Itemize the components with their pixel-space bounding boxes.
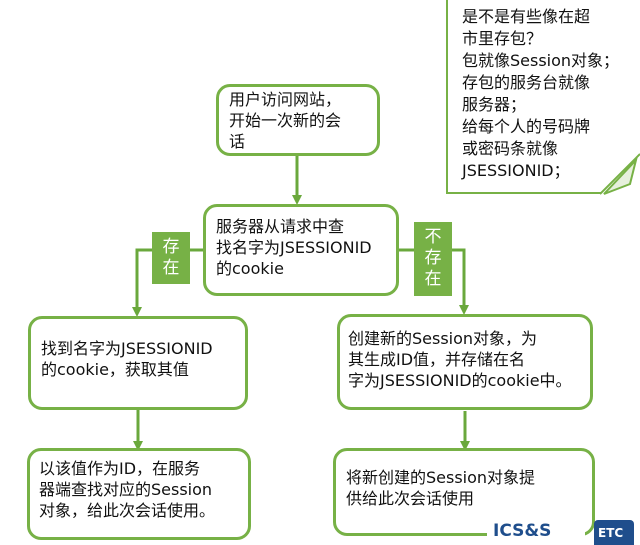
label-exists-char: 在 [162, 258, 180, 278]
box-use-id-line: 对象，给此次会话使用。 [39, 501, 216, 520]
label-not-exists-char: 存 [424, 248, 442, 268]
box-provide-line: 供给此次会话使用 [346, 489, 475, 508]
ics-logo: ICS&S [487, 520, 585, 545]
box-use-id-line: 以该值作为ID，在服务 [39, 459, 201, 478]
box-create-line: 创建新的Session对象，为 [348, 329, 538, 348]
box-lookup-cookie: 服务器从请求中查 找名字为JSESSIONID 的cookie [203, 204, 399, 296]
etc-logo-text: ETC [598, 526, 624, 540]
note-line: 给每个人的号码牌 [462, 117, 591, 136]
note-line: 或密码条就像 [462, 139, 559, 158]
note-line: 存包的服务台就像 [462, 73, 591, 92]
box-start-line: 用户访问网站， [229, 90, 342, 109]
note-line: 是不是有些像在超 [462, 7, 591, 26]
box-provide-session: 将新创建的Session对象提 供给此次会话使用 [333, 448, 595, 536]
label-not-exists-char: 在 [424, 269, 442, 289]
ics-logo-text: ICS&S [493, 521, 552, 541]
box-lookup-line: 的cookie [216, 259, 284, 278]
box-start-line: 开始一次新的会 [229, 111, 342, 130]
analogy-note: 是不是有些像在超 市里存包？ 包就像Session对象； 存包的服务台就像 服务… [446, 0, 640, 194]
box-provide-line: 将新创建的Session对象提 [346, 468, 536, 487]
box-use-session-id: 以该值作为ID，在服务 器端查找对应的Session 对象，给此次会话使用。 [27, 448, 251, 540]
note-line: JSESSIONID； [462, 161, 570, 180]
note-line: 服务器； [462, 95, 527, 114]
box-lookup-line: 找名字为JSESSIONID [216, 238, 372, 257]
box-start-line: 话 [229, 132, 246, 151]
label-not-exists: 不 存 在 [414, 222, 452, 296]
label-not-exists-char: 不 [424, 227, 442, 247]
note-line: 市里存包？ [462, 29, 543, 48]
note-folded-corner [600, 153, 640, 196]
label-exists-char: 存 [162, 237, 180, 257]
box-create-line: 字为JSESSIONID的cookie中。 [348, 371, 572, 390]
box-use-id-line: 器端查找对应的Session [39, 480, 213, 499]
box-found-line: 找到名字为JSESSIONID [41, 339, 213, 358]
etc-logo: ETC [594, 520, 634, 545]
note-line: 包就像Session对象； [462, 51, 620, 70]
box-create-session: 创建新的Session对象，为 其生成ID值，并存储在名 字为JSESSIONI… [337, 314, 593, 410]
box-start-session: 用户访问网站， 开始一次新的会 话 [216, 84, 380, 156]
box-found-line: 的cookie，获取其值 [41, 360, 189, 379]
box-found-cookie: 找到名字为JSESSIONID 的cookie，获取其值 [28, 316, 248, 410]
label-exists: 存 在 [152, 232, 190, 284]
box-create-line: 其生成ID值，并存储在名 [348, 350, 526, 369]
box-lookup-line: 服务器从请求中查 [216, 217, 345, 236]
